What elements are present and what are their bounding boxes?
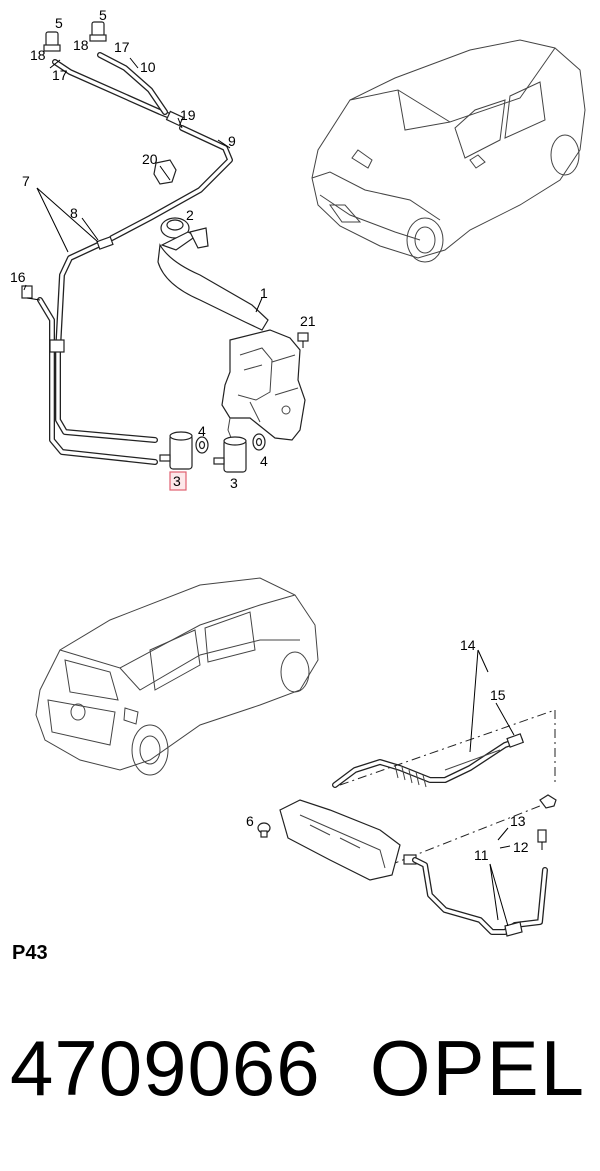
diagram-code: P43: [12, 942, 48, 964]
grommet-4[interactable]: [195, 433, 266, 454]
fitting-20[interactable]: [153, 159, 177, 185]
label-3: 3: [230, 475, 238, 491]
label-1: 1: [260, 285, 268, 301]
label-9: 9: [228, 133, 236, 149]
label-12: 12: [513, 839, 529, 855]
footer: 4709066 OPEL: [0, 1018, 600, 1118]
label-4b: 4: [260, 453, 268, 469]
label-2: 2: [186, 207, 194, 223]
label-14: 14: [460, 637, 476, 653]
label-5a: 5: [55, 15, 63, 31]
label-6: 6: [246, 813, 254, 829]
label-13: 13: [510, 813, 526, 829]
washer-reservoir: [157, 217, 306, 441]
fitting-16[interactable]: [21, 285, 41, 301]
label-19: 19: [180, 107, 196, 123]
label-11: 11: [474, 847, 489, 863]
label-15: 15: [490, 687, 506, 703]
leader-lines: [23, 57, 515, 927]
part-number: 4709066: [10, 1024, 321, 1112]
connector-13[interactable]: [539, 794, 557, 809]
clip-12[interactable]: [537, 829, 547, 850]
screw-21[interactable]: [297, 332, 309, 348]
callout-labels: 5 5 18 18 17 17 10 19 9 20 7 8 2 16 1 21…: [10, 7, 529, 863]
highlight-box-3: [169, 471, 187, 491]
label-7: 7: [22, 173, 30, 189]
label-16: 16: [10, 269, 26, 285]
washer-nozzle-5[interactable]: [43, 21, 107, 52]
car-front-illustration: [311, 39, 586, 263]
rear-spoiler-brake-light: [279, 799, 401, 881]
washer-pump-3-highlighted[interactable]: [159, 431, 193, 470]
label-8: 8: [70, 205, 78, 221]
label-10: 10: [140, 59, 156, 75]
label-18b: 18: [73, 37, 89, 53]
front-washer-hoses: [37, 52, 233, 465]
label-20: 20: [142, 151, 158, 167]
label-17b: 17: [52, 67, 68, 83]
reference-lines: [339, 709, 556, 866]
label-5b: 5: [99, 7, 107, 23]
label-21: 21: [300, 313, 316, 329]
label-18a: 18: [30, 47, 46, 63]
washer-pump-3[interactable]: [213, 436, 247, 473]
rear-washer-hose-14: [332, 733, 525, 788]
rear-hose-11: [403, 854, 548, 937]
brand-name: OPEL: [369, 1024, 586, 1112]
label-3-highlighted: 3: [173, 473, 181, 489]
fastener-6[interactable]: [257, 822, 271, 838]
car-rear-illustration: [35, 577, 319, 776]
label-17a: 17: [114, 39, 130, 55]
label-4a: 4: [198, 423, 206, 439]
